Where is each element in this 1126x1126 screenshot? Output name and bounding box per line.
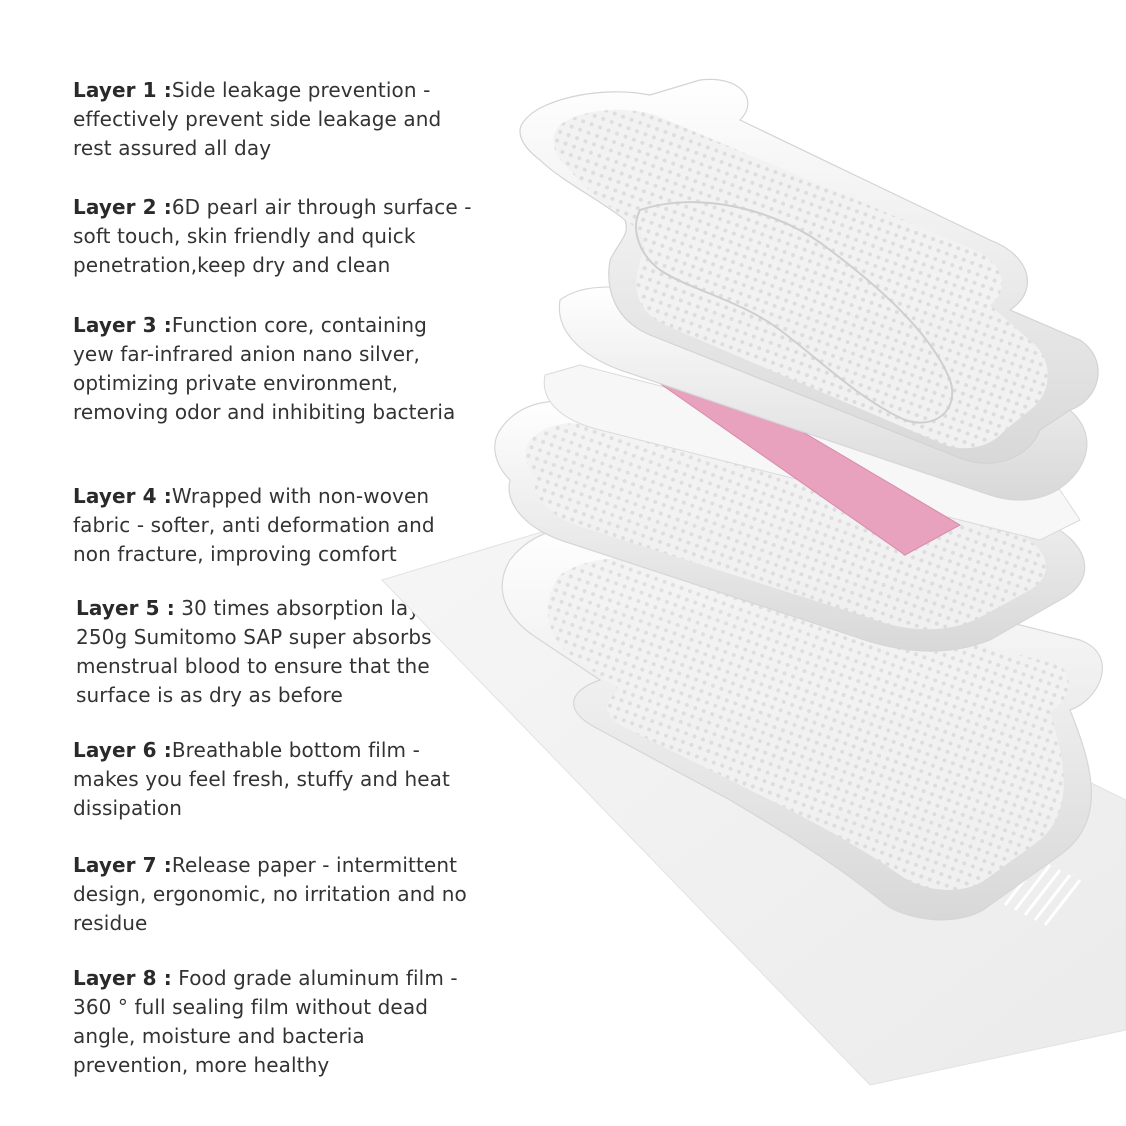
top-pad-surface	[553, 109, 1048, 449]
layer-4-description: Layer 4 :Wrapped with non-woven fabric -…	[73, 482, 473, 569]
layer-8-description: Layer 8 : Food grade aluminum film - 360…	[73, 964, 473, 1080]
layer-8-text: Food grade aluminum film - 360 ° full se…	[73, 966, 458, 1077]
layer-7-label: Layer 7 :	[73, 853, 172, 877]
layer-descriptions: Layer 1 :Side leakage prevention - effec…	[0, 0, 480, 1126]
layer-3-description: Layer 3 :Function core, containing yew f…	[73, 311, 473, 427]
layer-4-label: Layer 4 :	[73, 484, 172, 508]
layer-1-label: Layer 1 :	[73, 78, 172, 102]
pad-exploded-illustration	[381, 78, 1126, 1086]
layer-7-text: Release paper - intermittent design, erg…	[73, 853, 467, 935]
layer-2-description: Layer 2 :6D pearl air through surface - …	[73, 193, 473, 280]
layer-6-text: Breathable bottom film - makes you feel …	[73, 738, 450, 820]
layer-8-label: Layer 8 :	[73, 966, 172, 990]
layer-5-label: Layer 5 :	[76, 596, 175, 620]
layer-6-description: Layer 6 :Breathable bottom film - makes …	[73, 736, 473, 823]
layer-1-text: Side leakage prevention - effectively pr…	[73, 78, 442, 160]
layer-3-text: Function core, containing yew far-infrar…	[73, 313, 456, 424]
absorbent-core-surface	[525, 423, 1047, 630]
layer-7-description: Layer 7 :Release paper - intermittent de…	[73, 851, 473, 938]
layer-1-description: Layer 1 :Side leakage prevention - effec…	[73, 76, 473, 163]
layer-6-label: Layer 6 :	[73, 738, 172, 762]
layer-4-text: Wrapped with non-woven fabric - softer, …	[73, 484, 435, 566]
layer-2-text: 6D pearl air through surface - soft touc…	[73, 195, 472, 277]
top-pad-embossed-channel	[635, 201, 954, 424]
layer-2-label: Layer 2 :	[73, 195, 172, 219]
layer-3-label: Layer 3 :	[73, 313, 172, 337]
